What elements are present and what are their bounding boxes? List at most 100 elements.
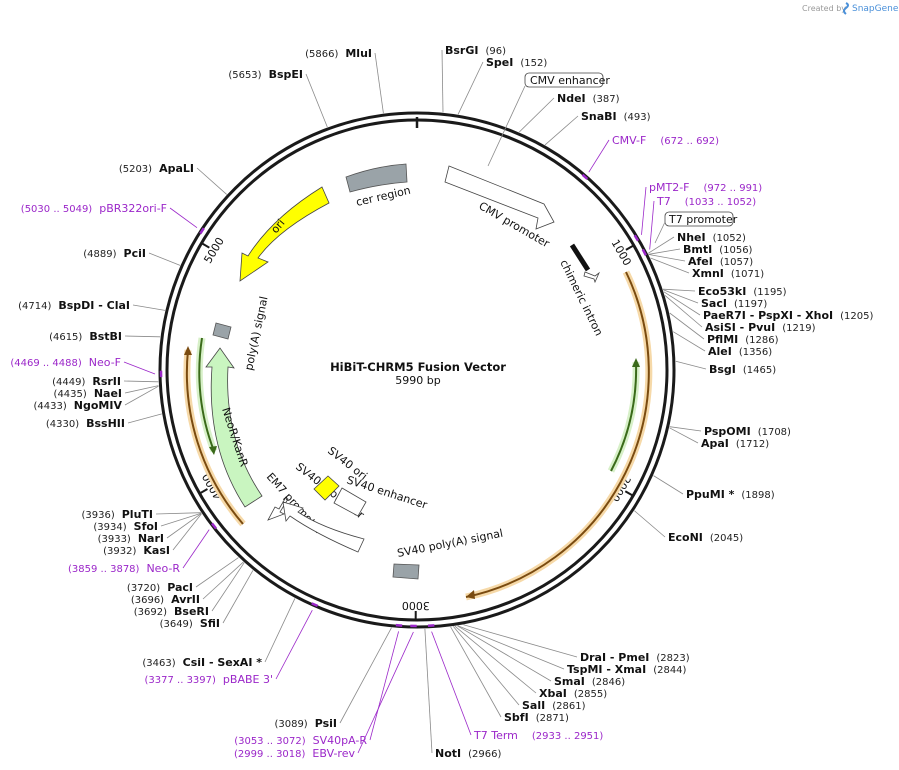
primer-label[interactable]: (5030 .. 5049)pBR322ori-F: [21, 202, 167, 215]
site-position: (96): [485, 46, 506, 57]
site-name: BspEI: [269, 68, 303, 81]
restriction-site[interactable]: SmaI(2846): [554, 675, 625, 688]
site-position: (493): [624, 112, 651, 123]
site-position: (3720): [127, 583, 160, 594]
restriction-site[interactable]: BmtI(1056): [683, 243, 753, 256]
site-position: (387): [593, 94, 620, 105]
restriction-site[interactable]: SnaBI (493): [581, 110, 651, 123]
restriction-site[interactable]: (3696)AvrII: [131, 593, 200, 606]
restriction-site[interactable]: (3933)NarI: [98, 532, 164, 545]
primer-name: pBR322ori-F: [99, 202, 167, 215]
restriction-site[interactable]: (4449)RsrII: [52, 375, 121, 388]
restriction-site[interactable]: NdeI (387): [557, 92, 620, 105]
site-name: SnaBI: [581, 110, 617, 123]
primer-label[interactable]: (3859 .. 3878)Neo-R: [68, 562, 180, 575]
site-name: BsgI: [709, 363, 736, 376]
site-position: (1057): [720, 257, 753, 268]
site-position: (152): [520, 58, 547, 69]
restriction-site[interactable]: (4714)BspDI - ClaI: [18, 299, 130, 312]
restriction-site[interactable]: (3649)SfiI: [160, 617, 220, 630]
site-leader: [264, 598, 296, 663]
primer-name: Neo-R: [146, 562, 180, 575]
primer-labels: CMV-F(672 .. 692) pMT2-F(972 .. 991)T7(10…: [10, 134, 762, 760]
cmv-promoter-arrow: [444, 165, 555, 230]
restriction-site[interactable]: (3934)SfoI: [93, 520, 158, 533]
primer-leader: [182, 529, 210, 569]
restriction-site[interactable]: AsiSI - PvuI(1219): [705, 321, 816, 334]
primer-label[interactable]: (4469 .. 4488)Neo-F: [10, 356, 121, 369]
restriction-site[interactable]: (4889)PciI: [83, 247, 146, 260]
primer-leader: [588, 139, 610, 173]
restriction-site[interactable]: (3463)CsiI - SexAI *: [142, 656, 262, 669]
restriction-site[interactable]: BsrGI (96): [445, 44, 506, 57]
restriction-site[interactable]: PflMI(1286): [707, 333, 779, 346]
restriction-site[interactable]: SbfI(2871): [504, 711, 569, 724]
site-name: NdeI: [557, 92, 586, 105]
restriction-site[interactable]: XbaI(2855): [539, 687, 607, 700]
restriction-site[interactable]: (3692)BseRI: [134, 605, 209, 618]
restriction-site[interactable]: AleI(1356): [708, 345, 772, 358]
restriction-site[interactable]: EcoNI(2045): [668, 531, 743, 544]
restriction-site[interactable]: (4615)BstBI: [49, 330, 122, 343]
restriction-site[interactable]: ApaI(1712): [701, 437, 769, 450]
tick-label: 3000: [402, 599, 430, 612]
restriction-site[interactable]: (3089)PsiI: [274, 717, 337, 730]
site-name: SpeI: [486, 56, 513, 69]
site-name: BssHII: [86, 417, 125, 430]
site-leader: [648, 248, 681, 255]
primer-label[interactable]: T7 Term(2933 .. 2951): [473, 729, 603, 742]
site-name: BsrGI: [445, 44, 478, 57]
sv40-enhancer-block: [333, 487, 367, 517]
t7-promoter-label: T7 promoter: [668, 213, 738, 226]
primer-label[interactable]: T7(1033 .. 1052): [656, 195, 756, 208]
restriction-site[interactable]: NheI(1052): [677, 231, 746, 244]
restriction-site[interactable]: (4330) BssHII: [46, 417, 125, 430]
site-position: (4330): [46, 419, 79, 430]
orf-arc-outer-line: [465, 271, 650, 598]
primer-label[interactable]: (2999 .. 3018)EBV-rev: [234, 747, 355, 760]
restriction-site[interactable]: (4433)NgoMIV: [34, 399, 123, 412]
site-name: PciI: [124, 247, 146, 260]
restriction-site[interactable]: PspOMI(1708): [704, 425, 791, 438]
restriction-site[interactable]: SalI(2861): [522, 699, 586, 712]
site-leader: [648, 254, 686, 262]
restriction-site[interactable]: (4435)NaeI: [54, 387, 122, 400]
restriction-site[interactable]: PaeR7I - PspXI - XhoI(1205): [703, 309, 874, 322]
primer-mark: [641, 248, 647, 256]
restriction-site[interactable]: TspMI - XmaI(2844): [567, 663, 687, 676]
site-leader: [663, 288, 696, 292]
primer-name: pBABE 3': [223, 673, 273, 686]
primer-range: (3377 .. 3397): [145, 675, 217, 686]
sv40-polya-label: SV40 poly(A) signal: [396, 527, 504, 560]
restriction-site[interactable]: Eco53kI(1195): [698, 285, 787, 298]
restriction-site[interactable]: XmnI(1071): [692, 267, 764, 280]
site-position: (5203): [119, 164, 152, 175]
site-position: (4435): [54, 389, 87, 400]
site-position: (1071): [731, 269, 764, 280]
restriction-site[interactable]: (3932)KasI: [103, 544, 170, 557]
primer-label[interactable]: (3053 .. 3072)SV40pA-R: [234, 734, 367, 747]
restriction-site[interactable]: (5203)ApaLI: [119, 162, 194, 175]
restriction-site[interactable]: NotI(2966): [435, 747, 501, 760]
restriction-site[interactable]: (3936)PluTI: [81, 508, 153, 521]
restriction-site[interactable]: DraI - PmeI(2823): [580, 651, 690, 664]
restriction-site[interactable]: SacI(1197): [701, 297, 767, 310]
restriction-site[interactable]: SpeI (152): [486, 56, 547, 69]
site-name: XbaI: [539, 687, 567, 700]
restriction-site[interactable]: AfeI(1057): [688, 255, 753, 268]
primer-label[interactable]: pMT2-F(972 .. 991): [649, 181, 762, 194]
restriction-site[interactable]: (5866)MluI: [305, 47, 372, 60]
restriction-site[interactable]: (3720)PacI: [127, 581, 193, 594]
restriction-site[interactable]: BsgI(1465): [709, 363, 776, 376]
site-leader: [424, 628, 433, 754]
neo-inner-arc-line: [198, 337, 215, 452]
primer-range: (1033 .. 1052): [685, 197, 757, 208]
restriction-site[interactable]: (5653)BspEI: [228, 68, 303, 81]
site-position: (3934): [93, 522, 126, 533]
primer-label[interactable]: CMV-F(672 .. 692): [612, 134, 719, 147]
primer-label[interactable]: (3377 .. 3397) pBABE 3': [145, 673, 274, 686]
primer-leader: [431, 631, 472, 736]
restriction-site[interactable]: PpuMI *(1898): [686, 488, 775, 501]
primer-range: (972 .. 991): [704, 183, 763, 194]
